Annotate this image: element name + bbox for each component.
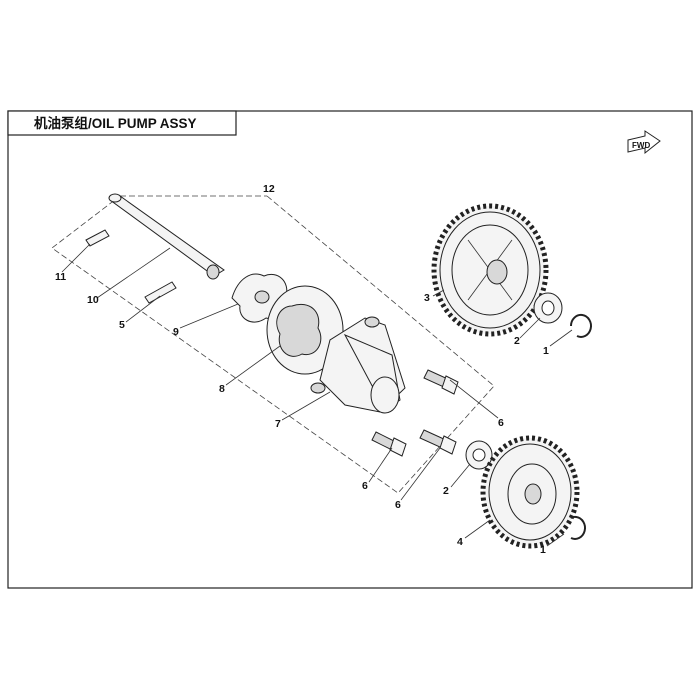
leader-6a	[368, 447, 393, 483]
leader-9	[179, 303, 239, 329]
leader-2b	[450, 463, 471, 488]
pin-5	[144, 281, 177, 304]
fwd-label: FWD	[632, 141, 650, 150]
diagram-title: 机油泵组/OIL PUMP ASSY	[34, 115, 197, 131]
callout-11: 11	[55, 271, 66, 283]
washer-2-upper	[533, 292, 563, 324]
leader-6c	[449, 379, 499, 419]
callout-7: 7	[275, 418, 281, 430]
callout-8: 8	[219, 383, 225, 395]
callout-12: 12	[263, 183, 275, 195]
outer-rotor	[266, 285, 344, 375]
callout-1a: 1	[543, 345, 549, 357]
assembly-group-outline	[51, 195, 495, 494]
callout-9: 9	[173, 326, 179, 338]
washer-2-lower	[465, 440, 493, 470]
leader-8	[225, 345, 281, 386]
leader-1a	[549, 329, 573, 347]
circlip-1-upper	[569, 313, 592, 338]
leader-4	[464, 519, 491, 539]
diagram-border	[7, 110, 693, 589]
pin-11	[85, 229, 110, 247]
callout-3: 3	[424, 292, 430, 304]
callout-5: 5	[119, 319, 125, 331]
callout-2a: 2	[514, 335, 520, 347]
pump-housing	[310, 316, 406, 414]
callout-2b: 2	[443, 485, 449, 497]
leader-1b	[546, 533, 565, 547]
leader-3	[432, 289, 445, 297]
callout-6a: 6	[362, 480, 368, 492]
leader-10	[96, 247, 171, 299]
callout-6b: 6	[395, 499, 401, 511]
leader-7	[281, 391, 331, 421]
leader-2a	[519, 317, 541, 339]
leader-11	[61, 243, 91, 273]
fwd-arrow-icon: FWD	[627, 130, 661, 155]
bolt-6-lower-left	[371, 431, 407, 457]
upper-gear	[431, 203, 549, 337]
callout-6c: 6	[498, 417, 504, 429]
callout-4: 4	[457, 536, 463, 548]
leader-5	[125, 295, 161, 323]
callout-1b: 1	[540, 544, 546, 556]
callout-10: 10	[87, 294, 99, 306]
lower-gear	[480, 435, 580, 549]
shaft-bushing	[206, 264, 220, 280]
pump-shaft	[108, 193, 225, 277]
bolt-6-lower-right	[419, 429, 457, 455]
bolt-6-upper	[423, 369, 459, 395]
title-box	[7, 110, 237, 136]
leader-6b	[400, 447, 441, 501]
